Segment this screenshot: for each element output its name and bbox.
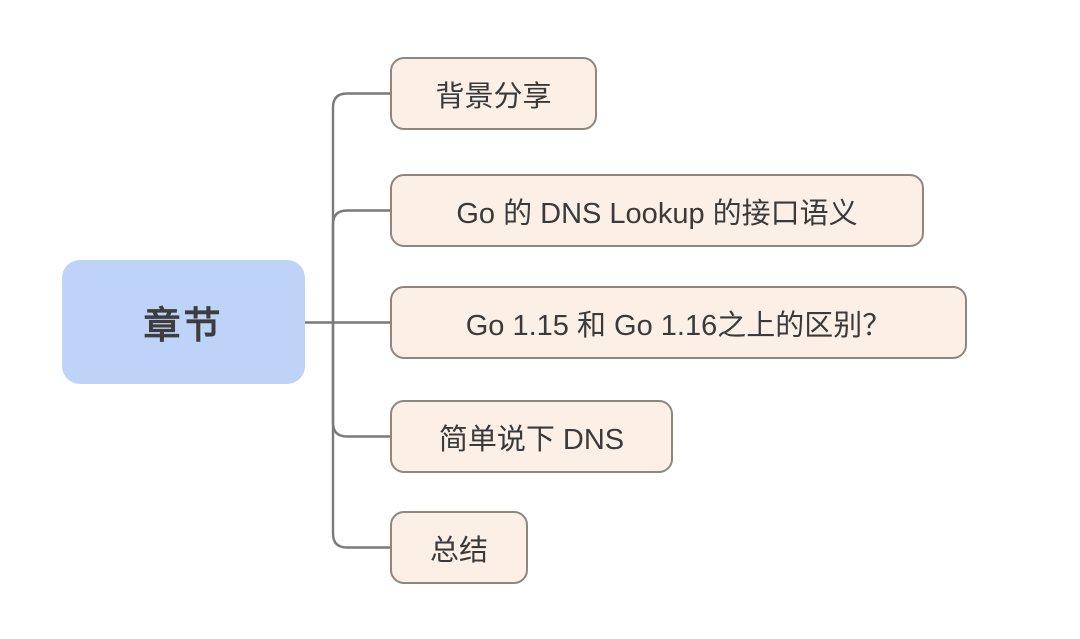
child-node-label: 简单说下 DNS <box>438 423 625 456</box>
connector-branch-4 <box>331 322 391 438</box>
child-node-summary[interactable]: 总结 <box>390 511 528 584</box>
child-node-dns-intro[interactable]: 简单说下 DNS <box>390 400 673 473</box>
child-node-dns-lookup-api-semantics[interactable]: Go 的 DNS Lookup 的接口语义 <box>390 174 924 247</box>
child-node-label: Go 1.15 和 Go 1.16之上的区别？ <box>465 309 892 342</box>
child-node-background-share[interactable]: 背景分享 <box>390 57 597 130</box>
child-node-label: 背景分享 <box>435 80 552 113</box>
child-node-label: 总结 <box>429 534 488 567</box>
connector-branch-5 <box>331 322 391 549</box>
connector-branch-2 <box>331 209 391 323</box>
root-node-chapters[interactable]: 章节 <box>62 260 305 384</box>
child-node-label: Go 的 DNS Lookup 的接口语义 <box>456 197 858 230</box>
root-node-label: 章节 <box>143 305 224 346</box>
child-node-go115-vs-go116-difference[interactable]: Go 1.15 和 Go 1.16之上的区别？ <box>390 286 967 359</box>
connector-branch-1 <box>331 92 391 323</box>
